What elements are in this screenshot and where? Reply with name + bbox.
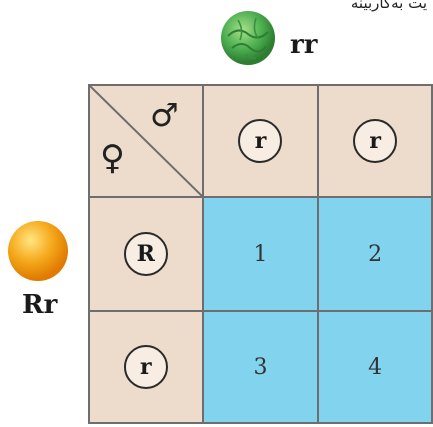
caption-text: یت بەکاربینە xyxy=(351,0,427,12)
male-symbol-icon: ♂ xyxy=(150,96,179,134)
column-header-2: r xyxy=(318,85,432,197)
row-header-2: r xyxy=(89,311,203,423)
offspring-cell-1: 1 xyxy=(203,197,319,311)
offspring-cell-4: 4 xyxy=(318,311,432,423)
row-header-1: R xyxy=(89,197,203,311)
column-header-1: r xyxy=(203,85,319,197)
offspring-cell-3: 3 xyxy=(203,311,319,423)
female-symbol-icon: ♀ xyxy=(100,138,125,178)
green-wrinkled-pea-icon xyxy=(218,8,278,68)
punnett-corner-cell: ♂ ♀ xyxy=(89,85,203,197)
punnett-square: ♂ ♀ r r R 1 2 r 3 4 xyxy=(88,84,433,424)
offspring-cell-2: 2 xyxy=(318,197,432,311)
allele-circle: R xyxy=(124,232,168,276)
male-genotype-label: rr xyxy=(290,30,317,60)
allele-circle: r xyxy=(238,119,282,163)
allele-circle: r xyxy=(353,119,397,163)
female-genotype-label: Rr xyxy=(22,290,57,320)
yellow-round-pea-icon xyxy=(5,218,71,284)
allele-circle: r xyxy=(124,345,168,389)
